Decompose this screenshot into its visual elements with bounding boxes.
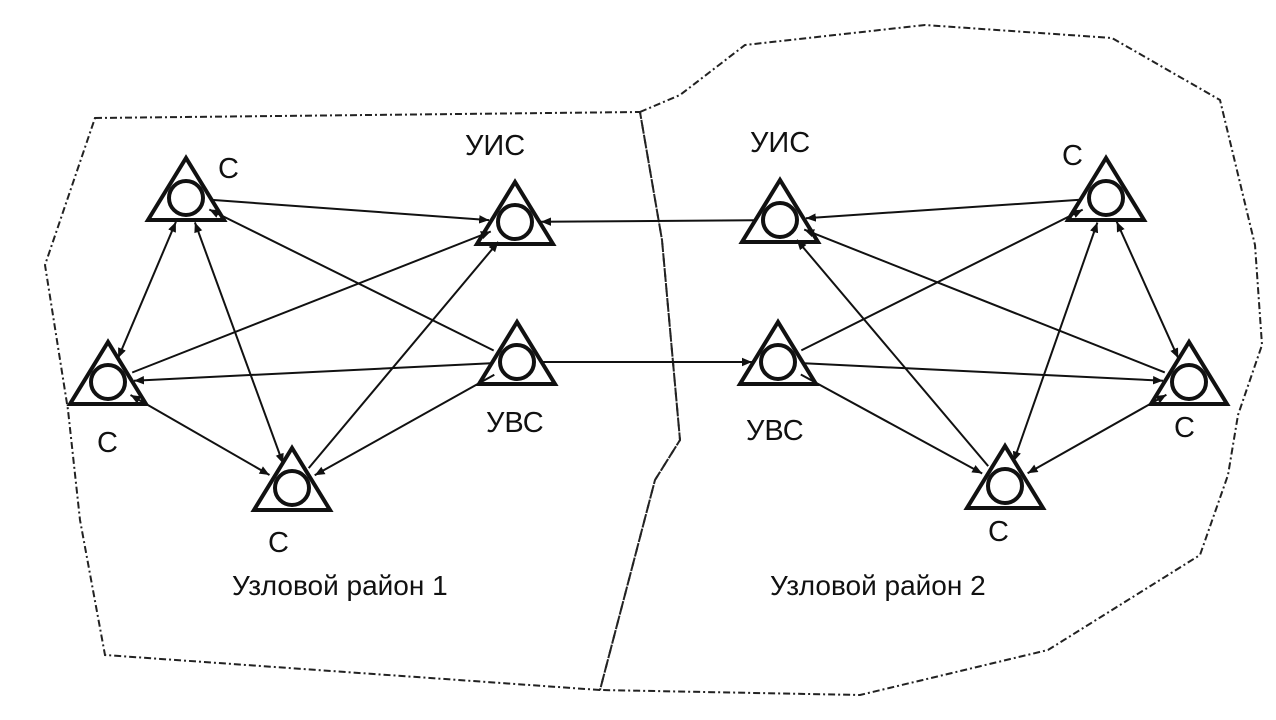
node-label-r1-c-left: С — [97, 427, 118, 459]
region-label-2: Узловой район 2 — [770, 570, 986, 601]
node-circle-icon — [986, 467, 1024, 505]
node-circle-icon — [167, 179, 205, 217]
edge-r1-uvs-to-r1-c-top — [208, 208, 495, 352]
edge-r1-c-top-to-r1-uis — [211, 198, 490, 224]
node-r2-uvs — [736, 318, 820, 386]
node-triangle-icon — [250, 444, 334, 512]
edge-r1-uvs-to-r1-c-bot — [314, 373, 495, 477]
region-boundary-1 — [43, 110, 682, 692]
node-circle-icon — [759, 343, 797, 381]
node-triangle-icon — [963, 442, 1047, 510]
node-label-r1-uis: УИС — [465, 130, 525, 162]
node-triangle-icon — [736, 318, 820, 386]
edge-r1-c-bot-to-r1-uis — [307, 241, 500, 469]
node-r1-c-top — [144, 154, 228, 222]
region-label-1: Узловой район 1 — [232, 570, 448, 601]
node-circle-icon — [89, 363, 127, 401]
edge-r2-uis-to-r1-uis — [540, 217, 755, 226]
node-triangle-icon — [1064, 154, 1148, 222]
node-label-r1-uvs: УВС — [486, 407, 544, 439]
node-circle-icon — [1170, 363, 1208, 401]
node-r1-c-bot — [250, 444, 334, 512]
node-label-r2-c-top: С — [1062, 140, 1083, 172]
node-label-r2-c-right: С — [1174, 412, 1195, 444]
node-circle-icon — [273, 469, 311, 507]
edge-r1-c-left-to-r1-c-bot — [130, 394, 270, 476]
edge-r2-uvs-to-r2-c-right — [803, 362, 1164, 385]
edges-layer — [117, 198, 1180, 477]
edge-r1-uvs-to-r1-c-left — [133, 362, 492, 385]
node-triangle-icon — [1147, 338, 1231, 406]
node-r2-uis — [738, 176, 822, 244]
node-label-r2-uis: УИС — [750, 127, 810, 159]
node-label-r1-c-bot: С — [268, 527, 289, 559]
node-r2-c-top — [1064, 154, 1148, 222]
node-circle-icon — [498, 343, 536, 381]
node-circle-icon — [496, 203, 534, 241]
node-triangle-icon — [473, 178, 557, 246]
node-triangle-icon — [66, 338, 150, 406]
edge-r2-c-right-to-r2-uis — [803, 228, 1166, 374]
edge-r2-c-top-to-r2-c-right — [1115, 221, 1180, 359]
node-label-r2-uvs: УВС — [746, 415, 804, 447]
node-r2-c-right — [1147, 338, 1231, 406]
edge-r1-c-left-to-r1-uis — [131, 230, 492, 374]
edge-r2-uvs-to-r2-c-top — [800, 208, 1084, 352]
node-r1-c-left — [66, 338, 150, 406]
edge-r2-c-top-to-r2-c-bot — [1012, 222, 1099, 462]
edge-r1-c-top-to-r1-c-left — [117, 221, 177, 359]
nodes-layer — [66, 154, 1231, 512]
node-r1-uis — [473, 178, 557, 246]
node-circle-icon — [761, 201, 799, 239]
node-r2-c-bot — [963, 442, 1047, 510]
region-boundary-2 — [598, 23, 1264, 697]
edge-r2-c-top-to-r2-uis — [805, 198, 1081, 222]
node-label-r1-c-top: С — [218, 153, 239, 185]
node-triangle-icon — [475, 318, 559, 386]
node-triangle-icon — [738, 176, 822, 244]
edge-r2-c-right-to-r2-c-bot — [1027, 393, 1167, 475]
node-circle-icon — [1087, 179, 1125, 217]
node-label-r2-c-bot: С — [988, 516, 1009, 548]
edge-r2-c-bot-to-r2-uis — [796, 239, 989, 467]
edge-r2-uvs-to-r2-c-bot — [800, 373, 983, 475]
node-triangle-icon — [144, 154, 228, 222]
node-r1-uvs — [475, 318, 559, 386]
